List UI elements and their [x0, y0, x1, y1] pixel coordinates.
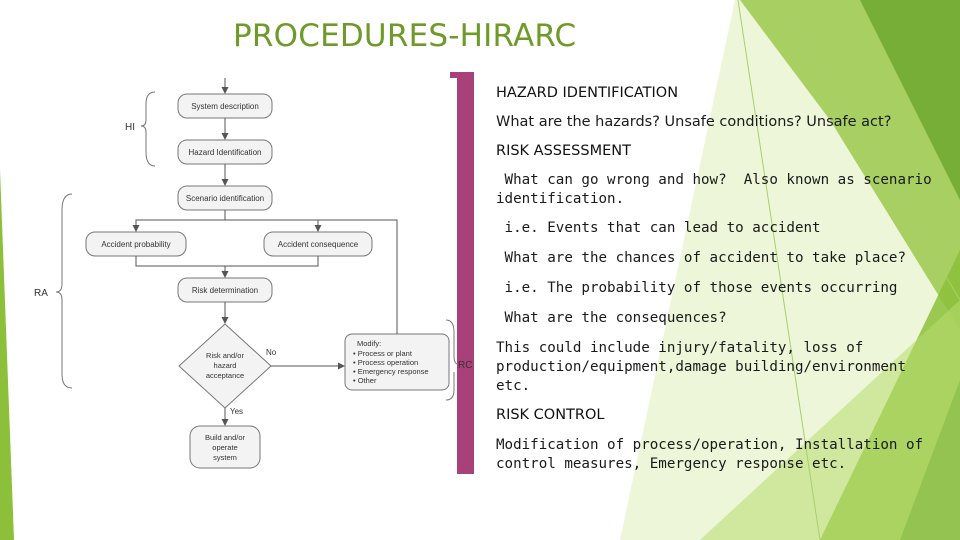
bg-shape-left [0, 170, 14, 540]
accent-bar [457, 72, 474, 474]
ra-include-2: production/equipment,damage building/env… [496, 359, 906, 375]
bracket-label-hi: HI [125, 122, 135, 133]
box-risk-determination: Risk determination [177, 277, 273, 303]
box-scenario-identification: Scenario identification [177, 185, 273, 211]
box-accident-probability-label: Accident probability [101, 240, 170, 249]
modify-item: • Process or plant [353, 349, 413, 358]
build-line-2: operate [212, 443, 237, 452]
bg-line-2 [779, 0, 960, 301]
bracket-hi [140, 91, 156, 167]
ra-line-2: identification. [496, 191, 625, 207]
build-line-1: Build and/or [205, 433, 246, 442]
hazard-question: What are the hazards? Unsafe conditions?… [496, 114, 892, 130]
bracket-ra [55, 193, 73, 389]
box-modify: Modify: • Process or plant • Process ope… [344, 333, 450, 391]
box-accident-consequence-label: Accident consequence [278, 240, 359, 249]
box-accident-consequence: Accident consequence [263, 231, 373, 257]
bracket-label-rc: RC [458, 360, 472, 371]
bg-shape-green-5 [700, 300, 960, 540]
bg-shape-green-2 [860, 0, 960, 200]
rc-line-1: Modification of process/operation, Insta… [496, 437, 924, 453]
bracket-rc [445, 319, 459, 401]
build-line-3: system [213, 453, 237, 462]
heading-risk-assessment-text: RISK ASSESSMENT [496, 143, 631, 159]
bg-line-1 [737, 0, 821, 540]
ra-ie-events: i.e. Events that can lead to accident [496, 220, 821, 236]
hirarc-flow-diagram: System description Hazard Identification… [18, 70, 472, 474]
box-accident-probability: Accident probability [85, 231, 187, 257]
modify-item: • Process operation [353, 358, 418, 367]
rc-line-2: control measures, Emergency response etc… [496, 456, 847, 472]
box-hazard-identification: Hazard Identification [177, 139, 273, 165]
connectors [132, 78, 398, 426]
decision-line-3: acceptance [206, 371, 244, 380]
ra-line-1: What can go wrong and how? Also known as… [496, 172, 932, 188]
accent-bar-cap [430, 72, 474, 78]
edge-label-no: No [266, 348, 277, 357]
ra-chances: What are the chances of accident to take… [496, 250, 906, 266]
ra-ie-probability: i.e. The probability of those events occ… [496, 280, 898, 296]
slide-title: PROCEDURES-HIRARC [233, 18, 577, 54]
ra-include-1: This could include injury/fatality, loss… [496, 340, 864, 356]
modify-item: • Emergency response [353, 367, 429, 376]
box-system-description-label: System description [191, 102, 259, 111]
heading-hazard-identification-text: HAZARD IDENTIFICATION [496, 85, 679, 101]
box-risk-determination-label: Risk determination [192, 286, 258, 295]
box-scenario-identification-label: Scenario identification [186, 194, 264, 203]
modify-heading: Modify: [357, 339, 381, 348]
heading-risk-control: RISK CONTROL [496, 406, 946, 425]
decision-line-1: Risk and/or [206, 351, 244, 360]
box-system-description: System description [177, 93, 273, 119]
heading-risk-control-text: RISK CONTROL [496, 407, 605, 423]
heading-risk-assessment: RISK ASSESSMENT [496, 142, 946, 161]
bracket-label-ra: RA [34, 288, 48, 299]
ra-include-3: etc. [496, 378, 531, 394]
decision-line-2: hazard [214, 361, 237, 370]
box-hazard-identification-label: Hazard Identification [189, 148, 262, 157]
box-build-operate: Build and/or operate system [189, 425, 261, 469]
ra-consequences: What are the consequences? [496, 310, 727, 326]
modify-item: • Other [353, 376, 377, 385]
heading-hazard-identification: HAZARD IDENTIFICATION [496, 84, 946, 103]
edge-label-yes: Yes [230, 407, 243, 416]
hirarc-text-content: HAZARD IDENTIFICATION What are the hazar… [496, 84, 946, 474]
